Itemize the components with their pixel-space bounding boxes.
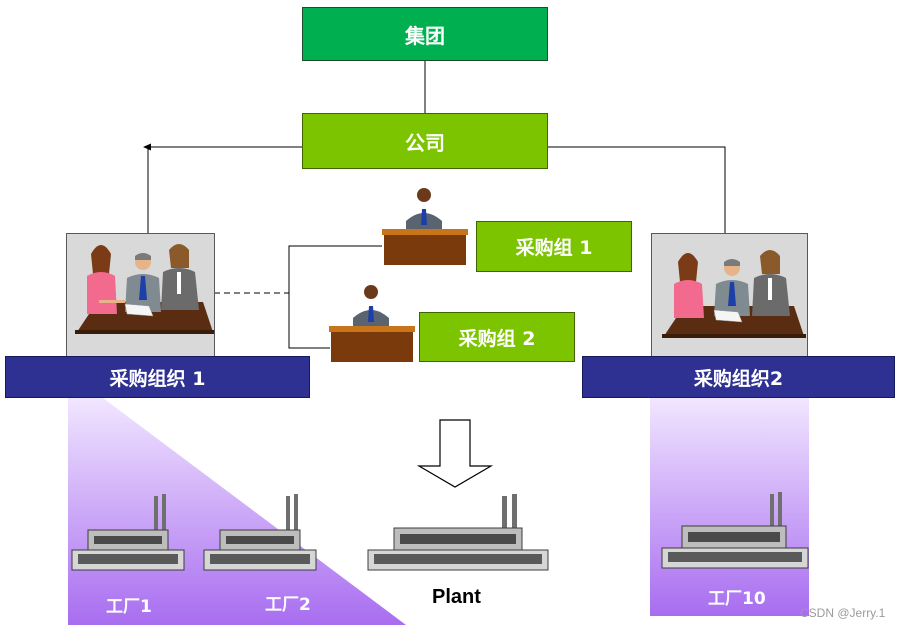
plant-10-label: 工厂10 bbox=[708, 589, 766, 609]
purchasing-group-2-label: 采购组 2 bbox=[458, 327, 536, 350]
purchasing-org-2-label: 采购组织2 bbox=[693, 367, 784, 390]
purchasing-org-1-label: 采购组织 1 bbox=[109, 367, 206, 390]
buyer-desk-icon bbox=[329, 285, 415, 362]
org2-plant-coverage bbox=[650, 398, 809, 616]
purchasing-group-1-label: 采购组 1 bbox=[515, 237, 593, 259]
plant-generic-label: Plant bbox=[432, 586, 481, 608]
company-label: 公司 bbox=[405, 130, 445, 155]
meeting-panel-left bbox=[66, 233, 215, 357]
factory-icon bbox=[71, 494, 185, 571]
arrowhead-left bbox=[143, 143, 151, 151]
watermark: CSDN @Jerry.1 bbox=[800, 606, 886, 620]
purchasing-group-2-box: 采购组 2 bbox=[419, 312, 575, 362]
purchasing-group-1-box: 采购组 1 bbox=[476, 221, 632, 272]
factory-icon bbox=[203, 494, 317, 571]
meeting-icon bbox=[662, 250, 806, 338]
line-company-org2 bbox=[547, 146, 726, 233]
purchasing-org-1-box: 采购组织 1 bbox=[5, 356, 310, 398]
factory-icon bbox=[661, 492, 809, 569]
line-purchasing-groups bbox=[288, 245, 382, 349]
plant-1-label: 工厂1 bbox=[106, 597, 152, 617]
group-label: 集团 bbox=[405, 23, 445, 48]
hollow-down-arrow bbox=[416, 419, 494, 488]
meeting-icon bbox=[75, 244, 215, 334]
purchasing-org-2-box: 采购组织2 bbox=[582, 356, 895, 398]
buyer-desk-icon bbox=[382, 188, 468, 265]
factory-icon bbox=[367, 494, 549, 571]
meeting-panel-right bbox=[651, 233, 808, 357]
line-company-org1 bbox=[147, 146, 302, 233]
group-box: 集团 bbox=[302, 7, 548, 61]
plant-2-label: 工厂2 bbox=[265, 595, 311, 615]
company-box: 公司 bbox=[302, 113, 548, 169]
